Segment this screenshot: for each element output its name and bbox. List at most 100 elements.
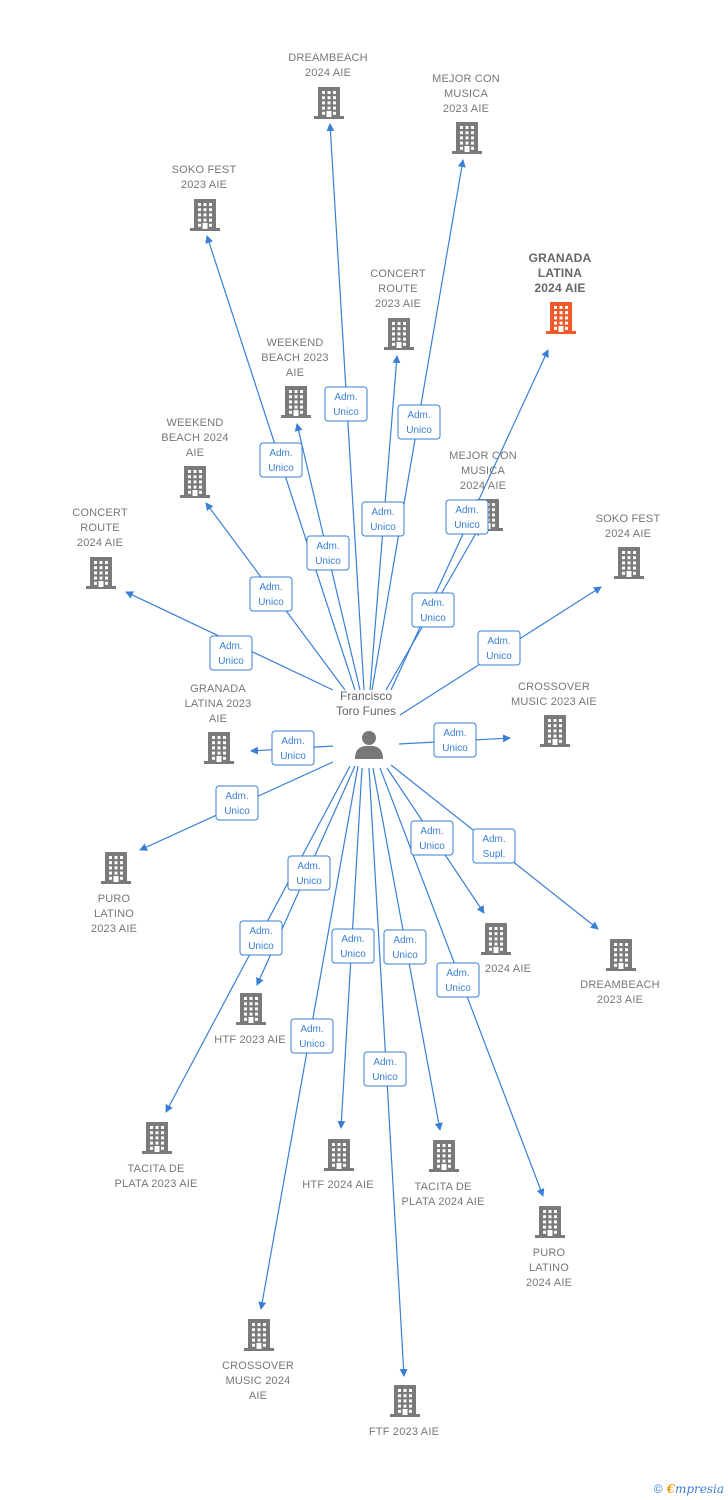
role-text: Adm. — [334, 392, 357, 403]
building-icon[interactable] — [190, 199, 220, 231]
role-badge[interactable]: Adm.Unico — [215, 785, 259, 821]
company-name-line: LATINO — [94, 908, 134, 920]
company-name-line: DREAMBEACH — [288, 52, 368, 64]
role-badge[interactable]: Adm.Supl. — [472, 828, 516, 864]
role-badge[interactable]: Adm.Unico — [397, 404, 441, 440]
brand-logo: €mpresia — [667, 1482, 724, 1496]
role-text: Adm. — [407, 410, 430, 421]
role-text: Unico — [280, 751, 306, 762]
company-name-line: BEACH 2024 — [161, 432, 228, 444]
company-name-line: 2023 AIE — [597, 994, 643, 1006]
building-icon[interactable] — [101, 852, 131, 884]
role-text: Adm. — [482, 834, 505, 845]
role-badge[interactable]: Adm.Unico — [363, 1051, 407, 1087]
role-badge[interactable]: Adm. Unico — [287, 855, 331, 891]
company-name-line: LATINA 2023 — [185, 698, 252, 710]
role-badge[interactable]: Adm.Unico — [445, 499, 489, 535]
company-name-line: CROSSOVER — [222, 1360, 294, 1372]
building-icon[interactable] — [540, 715, 570, 747]
company-label[interactable]: HTF 2024 AIE — [302, 1179, 374, 1191]
role-badge[interactable]: Adm.Unico — [410, 820, 454, 856]
role-badge[interactable]: Adm.Unico — [271, 730, 315, 766]
role-badge[interactable]: Adm.Unico — [209, 635, 253, 671]
role-badge[interactable]: Adm.Unico — [383, 929, 427, 965]
building-icon[interactable] — [236, 993, 266, 1025]
company-name-line: MEJOR CON — [432, 73, 500, 85]
role-badge[interactable]: Adm.Unico — [324, 386, 368, 422]
building-icon[interactable] — [281, 386, 311, 418]
building-icon[interactable] — [452, 122, 482, 154]
company-name-line: HTF 2023 AIE — [214, 1034, 286, 1046]
building-icon[interactable] — [324, 1139, 354, 1171]
role-badge[interactable]: Adm.Unico — [259, 442, 303, 478]
role-badge[interactable]: Adm.Unico — [436, 962, 480, 998]
role-text: Adm. — [269, 448, 292, 459]
role-text: Adm. — [373, 1057, 396, 1068]
company-label[interactable]: HTF 2023 AIE — [214, 1034, 286, 1046]
role-badge[interactable]: Adm.Unico — [331, 928, 375, 964]
role-badge[interactable]: Adm.Unico — [290, 1018, 334, 1054]
company-name-line: LATINO — [529, 1262, 569, 1274]
role-text: Adm. — [297, 861, 320, 872]
person-icon[interactable] — [355, 731, 383, 759]
building-icon[interactable] — [606, 939, 636, 971]
role-text: Adm. — [443, 728, 466, 739]
building-icon[interactable] — [244, 1319, 274, 1351]
company-name-line: 2023 AIE — [443, 103, 489, 115]
role-text: Unico — [299, 1039, 325, 1050]
building-icon[interactable] — [86, 557, 116, 589]
role-text: Adm. — [316, 541, 339, 552]
building-icon[interactable] — [384, 318, 414, 350]
building-icon[interactable] — [481, 923, 511, 955]
role-text: Adm. — [393, 935, 416, 946]
building-icon[interactable] — [614, 547, 644, 579]
company-label[interactable]: 2024 AIE — [485, 963, 531, 975]
building-icon[interactable] — [180, 466, 210, 498]
company-name-line: 2023 AIE — [375, 298, 421, 310]
role-text: Unico — [340, 949, 366, 960]
role-badge[interactable]: Adm.Unico — [306, 535, 350, 571]
role-badge[interactable]: Adm.Unico — [249, 576, 293, 612]
role-badge[interactable]: Adm.Unico — [477, 630, 521, 666]
company-label[interactable]: FTF 2023 AIE — [369, 1426, 439, 1438]
building-icon[interactable] — [429, 1140, 459, 1172]
role-badge[interactable]: Adm.Unico — [239, 920, 283, 956]
building-icon[interactable] — [390, 1385, 420, 1417]
role-text: Unico — [224, 806, 250, 817]
company-name-line: CONCERT — [72, 507, 128, 519]
role-badge[interactable]: Adm.Unico — [361, 501, 405, 537]
company-name-line: MUSICA — [444, 88, 488, 100]
building-icon[interactable] — [314, 87, 344, 119]
company-name-line: CROSSOVER — [518, 681, 590, 693]
company-name-line: TACITA DE — [127, 1163, 184, 1175]
company-label[interactable]: MEJOR CON MUSICA 2023 AIE — [432, 73, 500, 115]
company-name-line: 2023 AIE — [91, 923, 137, 935]
role-text: Unico — [296, 876, 322, 887]
building-icon[interactable] — [535, 1206, 565, 1238]
building-icon[interactable] — [204, 732, 234, 764]
role-badge[interactable]: Adm.Unico — [411, 592, 455, 628]
role-badge[interactable]: Adm.Unico — [433, 722, 477, 758]
building-icon[interactable] — [546, 302, 576, 334]
footer-brand[interactable]: ©€mpresia — [654, 1482, 724, 1496]
building-icon[interactable] — [142, 1122, 172, 1154]
role-text: Unico — [420, 613, 446, 624]
